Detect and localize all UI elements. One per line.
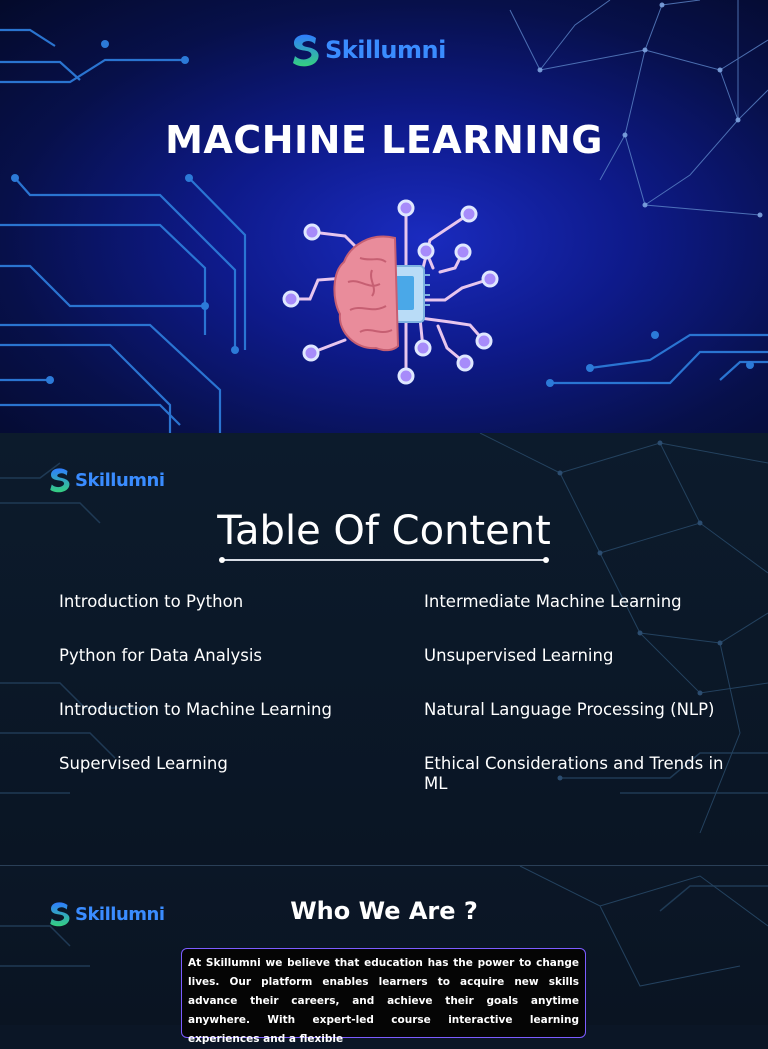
brand-logo: Skillumni: [290, 32, 446, 68]
about-text-box: At Skillumni we believe that education h…: [181, 948, 586, 1045]
brain-half: [333, 235, 400, 352]
title-slide: Skillumni MACHINE LEARNING: [0, 0, 768, 433]
toc-item: Intermediate Machine Learning: [424, 592, 682, 611]
brand-logo: Skillumni: [48, 466, 165, 494]
toc-item: Introduction to Machine Learning: [59, 700, 332, 719]
ai-brain-chip-icon: [282, 199, 499, 385]
brand-name: Skillumni: [75, 469, 165, 491]
skillumni-logo-icon: [293, 34, 319, 67]
page-title: MACHINE LEARNING: [165, 118, 603, 162]
toc-item: Introduction to Python: [59, 592, 244, 611]
network-background: [0, 433, 768, 834]
title-underline: [219, 557, 549, 563]
circuit-background: [0, 0, 768, 433]
skillumni-logo-icon: [50, 468, 70, 493]
network-background: [0, 866, 768, 987]
about-body: At Skillumni we believe that education h…: [188, 957, 579, 1045]
toc-item: Natural Language Processing (NLP): [424, 700, 715, 719]
toc-title: Table Of Content: [217, 508, 551, 554]
brand-name: Skillumni: [75, 903, 165, 925]
brand-logo: Skillumni: [48, 900, 165, 928]
toc-item: Supervised Learning: [59, 754, 228, 773]
toc-item: Unsupervised Learning: [424, 646, 614, 665]
skillumni-logo-icon: [50, 902, 70, 927]
section-title: Who We Are ?: [290, 897, 478, 925]
table-of-content-slide: [0, 433, 768, 865]
toc-item: Python for Data Analysis: [59, 646, 262, 665]
brand-name: Skillumni: [325, 36, 446, 64]
toc-item: Ethical Considerations and Trends in ML: [424, 754, 724, 793]
